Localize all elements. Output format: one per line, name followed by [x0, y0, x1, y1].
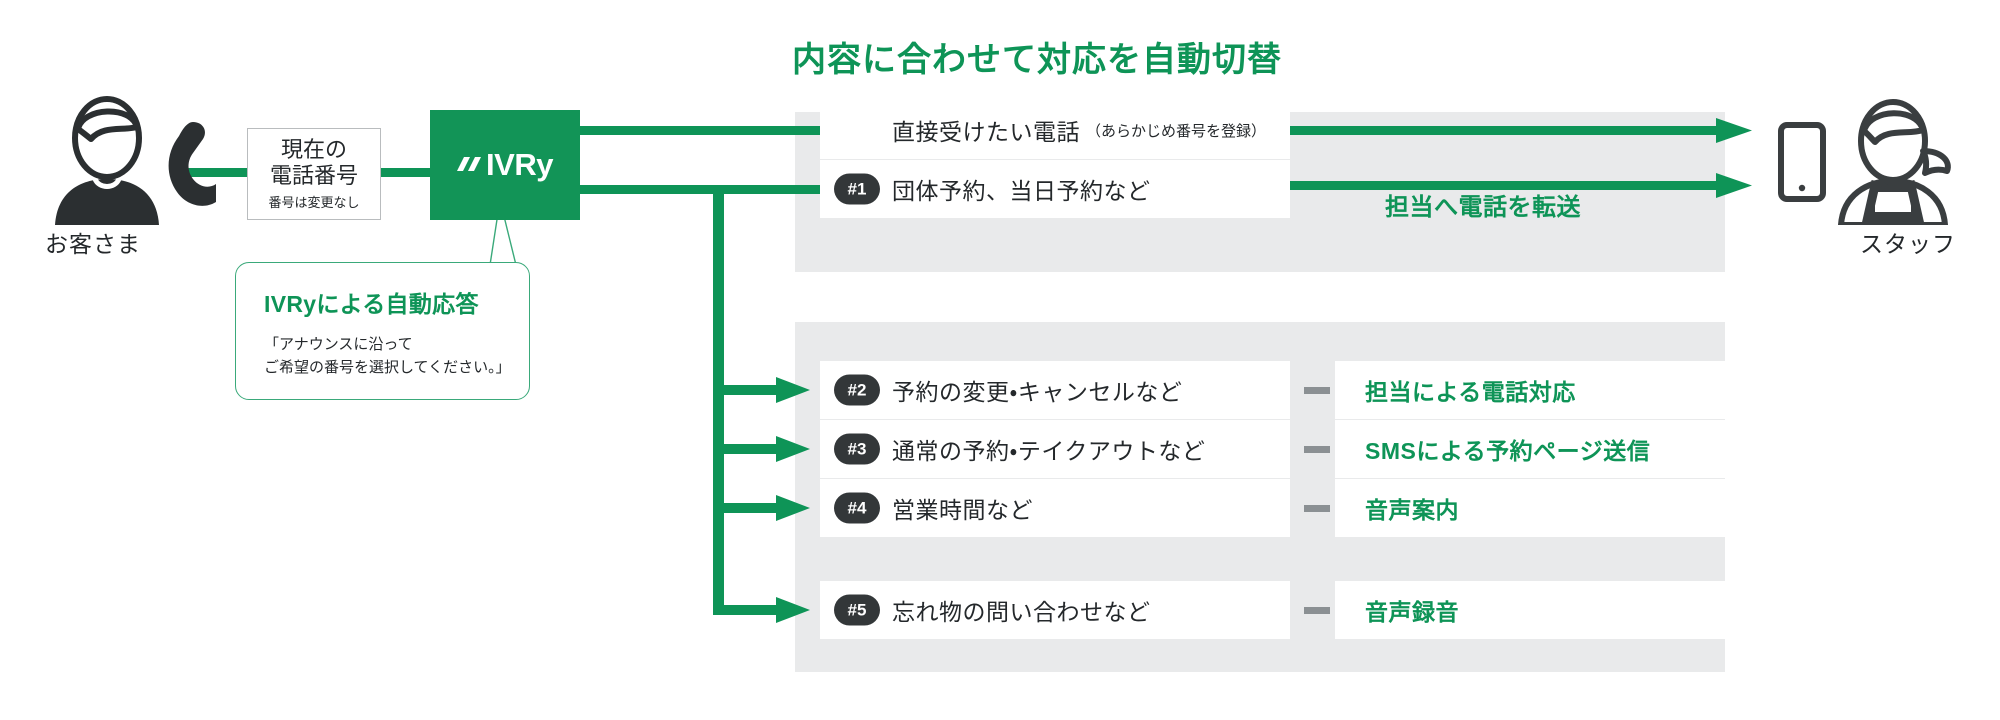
current-number-line2: 電話番号 — [269, 162, 358, 188]
branch-arrow-4 — [776, 495, 810, 521]
line-ivry-to-row1 — [575, 185, 820, 194]
phone-handset-icon — [168, 122, 216, 206]
table-row[interactable]: #3 通常の予約・テイクアウトなど SMSによる予約ページ送信 — [820, 420, 1725, 478]
table-row[interactable]: #4 営業時間など 音声案内 — [820, 479, 1725, 537]
status-badge: #2 — [834, 374, 880, 406]
status-badge: #4 — [834, 492, 880, 524]
callout-line-1: 「アナウンスに沿って — [264, 336, 413, 353]
branch-line-3 — [718, 444, 780, 454]
result-box-4: 音声案内 — [1335, 479, 1725, 537]
equals-dash-icon — [1304, 607, 1330, 614]
equals-dash-icon — [1304, 446, 1330, 453]
result-box-2: 担当による電話対応 — [1335, 361, 1725, 419]
result-text: SMSによる予約ページ送信 — [1365, 438, 1651, 464]
row-label-3: #3 通常の予約・テイクアウトなど — [820, 420, 1290, 478]
trunk-vertical — [713, 185, 724, 615]
ivry-logo-block: IVRy — [430, 110, 580, 220]
status-badge: #1 — [834, 173, 880, 205]
row-label-1: #1 団体予約、当日予約など — [820, 160, 1290, 218]
row-text: 営業時間など — [892, 497, 1033, 523]
transfer-caption: 担当へ電話を転送 — [1385, 194, 1581, 221]
table-row[interactable]: 直接受けたい電話 （あらかじめ番号を登録） — [820, 101, 1290, 159]
slash-mark-icon — [457, 157, 482, 171]
branch-arrow-2 — [776, 377, 810, 403]
customer-person-icon — [55, 96, 216, 225]
page-title: 内容に合わせて対応を自動切替 — [792, 41, 1282, 79]
current-number-note: 番号は変更なし — [268, 195, 360, 211]
table-row[interactable]: #2 予約の変更・キャンセルなど 担当による電話対応 — [820, 361, 1725, 419]
branch-arrow-5 — [776, 597, 810, 623]
row-text: 通常の予約・テイクアウトなど — [892, 438, 1206, 464]
branch-arrow-3 — [776, 436, 810, 462]
row-label-direct: 直接受けたい電話 （あらかじめ番号を登録） — [820, 101, 1290, 159]
staff-group-icon — [1778, 99, 1951, 225]
line-ivry-to-direct-row — [575, 126, 820, 135]
callout-title: IVRyによる自動応答 — [264, 291, 479, 317]
line-transfer-bottom — [1260, 181, 1720, 190]
result-text: 音声案内 — [1365, 497, 1459, 523]
callout-body: 「アナウンスに沿って ご希望の番号を選択してください。」 — [264, 333, 529, 380]
line-number-to-ivry — [378, 168, 436, 177]
row-label-5: #5 忘れ物の問い合わせなど — [820, 581, 1290, 639]
current-number-box: 現在の 電話番号 番号は変更なし — [247, 128, 381, 220]
status-badge: #5 — [834, 594, 880, 626]
smartphone-icon — [1778, 122, 1826, 202]
customer-label: お客さま — [45, 231, 141, 257]
row-text: 団体予約、当日予約など — [892, 178, 1151, 204]
result-box-3: SMSによる予約ページ送信 — [1335, 420, 1725, 478]
status-badge: #3 — [834, 433, 880, 465]
line-transfer-top — [1260, 126, 1720, 135]
table-row[interactable]: #5 忘れ物の問い合わせなど 音声録音 — [820, 581, 1725, 639]
branch-line-2 — [718, 385, 780, 395]
transfer-arrow-top — [1716, 118, 1752, 143]
row-label-2: #2 予約の変更・キャンセルなど — [820, 361, 1290, 419]
table-row[interactable]: #1 団体予約、当日予約など — [820, 160, 1290, 218]
current-number-line1: 現在の — [280, 136, 347, 162]
ivry-wordmark-text: IVRy — [486, 147, 553, 182]
equals-dash-icon — [1304, 387, 1330, 394]
transfer-arrow-bottom — [1716, 173, 1752, 198]
staff-label: スタッフ — [1860, 231, 1956, 257]
row-text: 忘れ物の問い合わせなど — [892, 599, 1151, 625]
row-note: （あらかじめ番号を登録） — [1086, 122, 1267, 140]
callout-bubble: IVRyによる自動応答 「アナウンスに沿って ご希望の番号を選択してください。」 — [235, 262, 530, 400]
row-text: 直接受けたい電話 — [892, 119, 1080, 145]
result-text: 担当による電話対応 — [1365, 379, 1576, 405]
branch-line-5 — [718, 605, 780, 615]
result-text: 音声録音 — [1365, 599, 1459, 625]
result-box-5: 音声録音 — [1335, 581, 1725, 639]
equals-dash-icon — [1304, 505, 1330, 512]
row-label-4: #4 営業時間など — [820, 479, 1290, 537]
line-caller-to-number — [182, 168, 254, 177]
row-text: 予約の変更・キャンセルなど — [892, 379, 1183, 405]
callout-line-2: ご希望の番号を選択してください。」 — [264, 359, 511, 377]
ivry-wordmark-group: IVRy — [457, 147, 553, 183]
branch-line-4 — [718, 503, 780, 513]
